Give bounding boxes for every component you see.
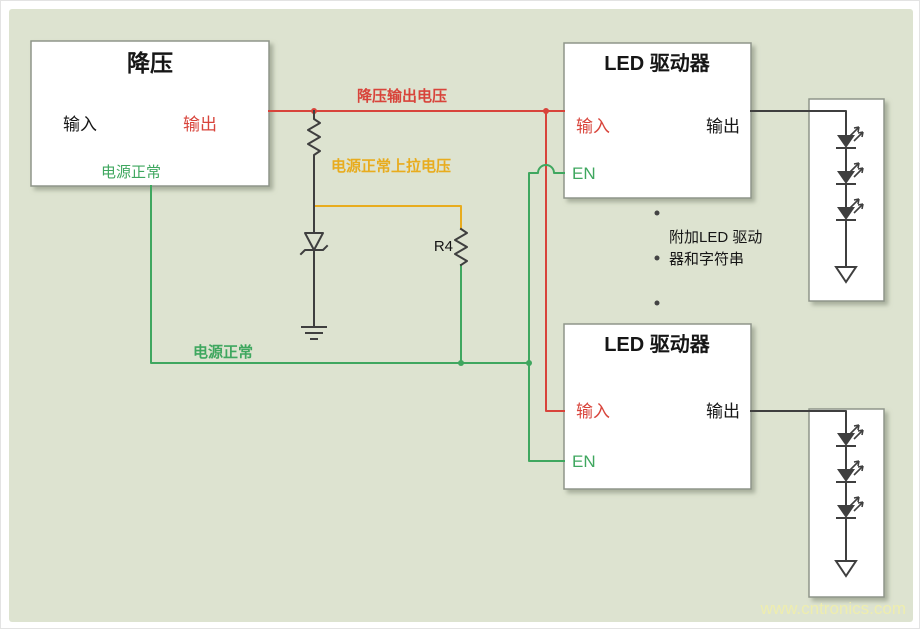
- wire-pullup-voltage: [313, 205, 462, 230]
- led-driver-bottom-title: LED 驱动器: [604, 333, 711, 356]
- wire-output-bottom: [750, 410, 847, 434]
- led-driver-bottom-box: [563, 323, 752, 490]
- zener-diode: [304, 232, 324, 251]
- ellipsis-dot: [654, 210, 660, 216]
- buck-converter-box: [30, 40, 270, 187]
- power-good-wire-label: 电源正常: [193, 343, 253, 361]
- watermark-text: www.cntronics.com: [760, 599, 906, 618]
- r4-label: R4: [434, 238, 453, 255]
- wire-en-bottom: [528, 362, 565, 462]
- wire-output-top: [750, 110, 847, 136]
- led-driver-bottom-input-label: 输入: [576, 402, 610, 421]
- junction-green-r4: [458, 360, 464, 366]
- junction-green: [526, 360, 532, 366]
- buck-title: 降压: [127, 50, 173, 76]
- buck-power-good-label: 电源正常: [101, 164, 161, 181]
- buck-input-label: 输入: [63, 115, 97, 134]
- buck-output-label: 输出: [183, 115, 217, 134]
- expansion-note-line2: 器和字符串: [669, 251, 744, 268]
- led-driver-top-input-label: 输入: [576, 117, 610, 136]
- led-driver-top-output-label: 输出: [706, 117, 740, 136]
- resistor-r4: [454, 227, 468, 267]
- junction-red: [543, 108, 549, 114]
- led-driver-top-title: LED 驱动器: [604, 52, 711, 75]
- resistor-divider: [307, 110, 321, 234]
- pullup-voltage-label: 电源正常上拉电压: [331, 157, 451, 175]
- ellipsis-dot: [654, 255, 660, 261]
- wire-en-top: [528, 164, 565, 364]
- led-driver-top-box: [563, 42, 752, 199]
- wire-power-good: [150, 185, 530, 364]
- led-driver-top-en-label: EN: [572, 164, 596, 183]
- expansion-note-line1: 附加LED 驱动: [669, 229, 762, 246]
- buck-output-voltage-label: 降压输出电压: [357, 87, 447, 105]
- ground-symbol: [301, 326, 327, 340]
- wire-buck-output-branch: [545, 110, 565, 412]
- led-driver-bottom-en-label: EN: [572, 452, 596, 471]
- led-driver-bottom-output-label: 输出: [706, 402, 740, 421]
- ellipsis-dot: [654, 300, 660, 306]
